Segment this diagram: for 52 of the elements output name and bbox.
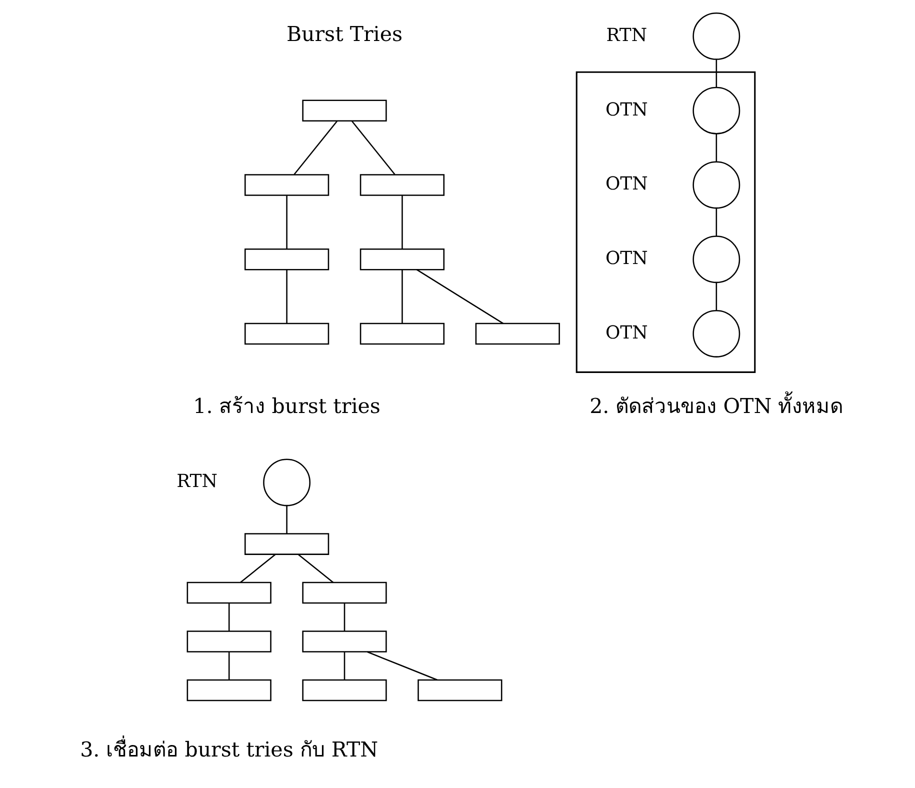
node-box — [186, 679, 271, 702]
node-box — [302, 100, 386, 122]
node-circle — [262, 458, 310, 506]
node-box — [417, 679, 502, 702]
cluster — [575, 71, 756, 373]
label: Burst Tries — [286, 22, 402, 46]
node-label: RTN — [176, 471, 217, 492]
node-box — [244, 322, 329, 345]
node-box — [244, 248, 329, 270]
label: 3. เชื่อมต่อ burst tries กับ RTN — [80, 738, 378, 762]
node-box — [359, 174, 444, 196]
node-label: OTN — [604, 322, 648, 344]
connector — [401, 270, 402, 324]
node-box — [244, 533, 329, 555]
node-box — [302, 582, 386, 604]
connector — [298, 554, 334, 583]
node-box — [186, 630, 271, 652]
node-box — [302, 679, 386, 702]
connector — [286, 196, 287, 249]
node-box — [244, 174, 329, 196]
connector — [401, 196, 402, 249]
connector — [293, 120, 337, 175]
node-circle — [692, 310, 740, 358]
connector — [343, 603, 345, 631]
node-circle — [692, 12, 740, 60]
connector — [715, 134, 717, 162]
label: 1. สร้าง burst tries — [192, 394, 380, 418]
node-label: OTN — [604, 99, 648, 120]
node-circle — [692, 86, 740, 134]
connector — [715, 59, 717, 88]
node-circle — [692, 161, 740, 209]
node-label: OTN — [604, 248, 648, 270]
node-label: RTN — [606, 24, 647, 46]
node-box — [359, 248, 444, 270]
node-box — [302, 630, 386, 652]
node-label: OTN — [604, 174, 648, 195]
node-circle — [692, 236, 740, 284]
node-box — [359, 322, 444, 345]
connector — [715, 282, 717, 311]
connector — [228, 652, 230, 680]
connector — [239, 554, 276, 583]
connector — [715, 208, 717, 236]
connector — [351, 120, 395, 175]
label: 2. ตัดส่วนของ OTN ทั้งหมด — [589, 394, 843, 418]
connector — [416, 269, 503, 324]
connector — [286, 506, 287, 534]
node-box — [474, 322, 560, 345]
connector — [366, 651, 437, 680]
connector — [286, 270, 287, 324]
connector — [228, 603, 230, 631]
node-box — [186, 582, 271, 604]
connector — [343, 652, 345, 680]
